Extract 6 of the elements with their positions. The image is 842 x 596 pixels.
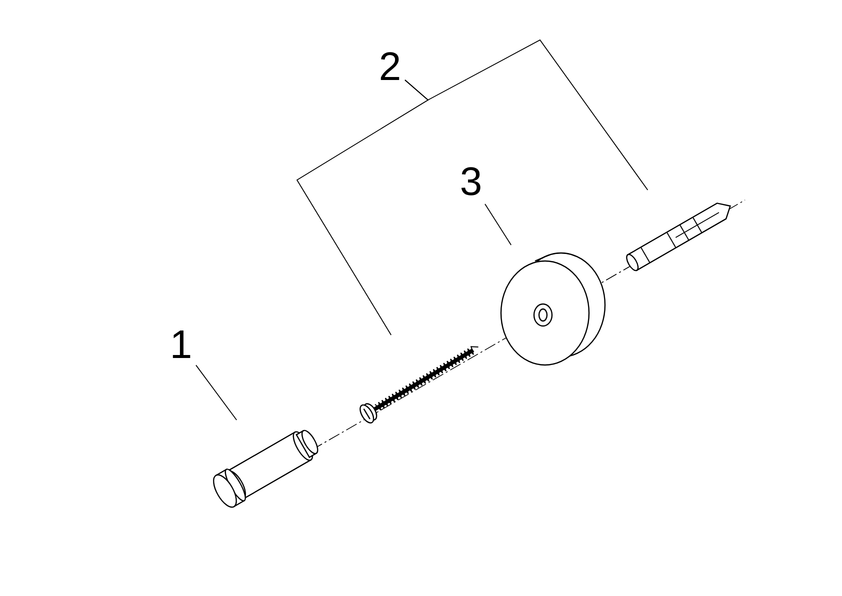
callout-number: 1: [166, 323, 196, 367]
callout-number: 2: [375, 45, 405, 89]
leader-line: [484, 204, 512, 246]
leader-line: [404, 39, 648, 190]
leader-line: [196, 364, 238, 420]
callout-number: 3: [456, 160, 486, 204]
